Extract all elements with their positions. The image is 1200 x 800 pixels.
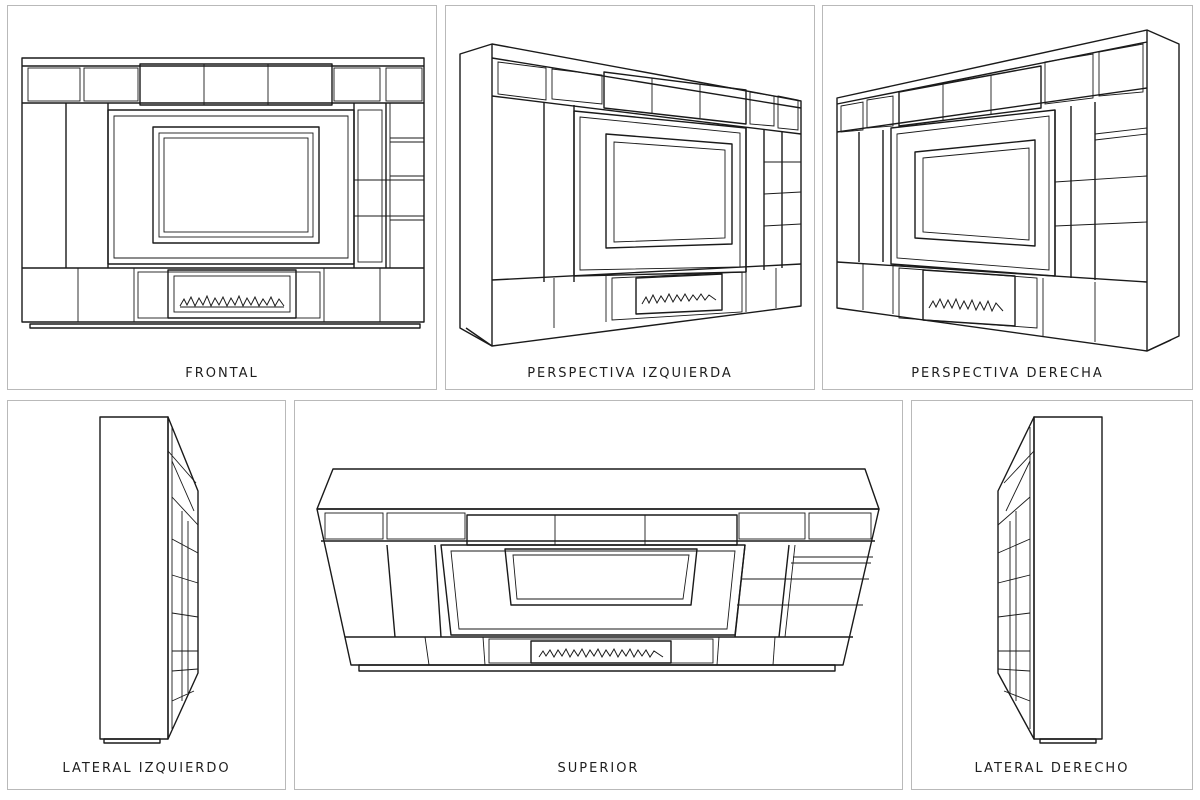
panel-lateral-left: LATERAL IZQUIERDO <box>7 400 286 790</box>
view-label-lateral-right: LATERAL DERECHO <box>974 761 1130 776</box>
panel-top: SUPERIOR <box>294 400 903 790</box>
panel-perspective-right: PERSPECTIVA DERECHA <box>822 5 1193 390</box>
top-drawing <box>316 468 880 672</box>
panel-lateral-right: LATERAL DERECHO <box>911 400 1193 790</box>
frontal-drawing <box>21 57 425 329</box>
view-label-top: SUPERIOR <box>557 761 640 776</box>
view-label-lateral-left: LATERAL IZQUIERDO <box>62 761 231 776</box>
panel-frontal: FRONTAL <box>7 5 437 390</box>
view-label-perspective-right: PERSPECTIVA DERECHA <box>911 366 1104 381</box>
perspective-right-drawing <box>836 29 1180 352</box>
view-label-frontal: FRONTAL <box>185 366 259 381</box>
perspective-left-drawing <box>459 43 802 347</box>
view-label-perspective-left: PERSPECTIVA IZQUIERDA <box>527 366 733 381</box>
panel-perspective-left: PERSPECTIVA IZQUIERDA <box>445 5 815 390</box>
lateral-right-drawing <box>997 416 1103 744</box>
lateral-left-drawing <box>99 416 199 744</box>
